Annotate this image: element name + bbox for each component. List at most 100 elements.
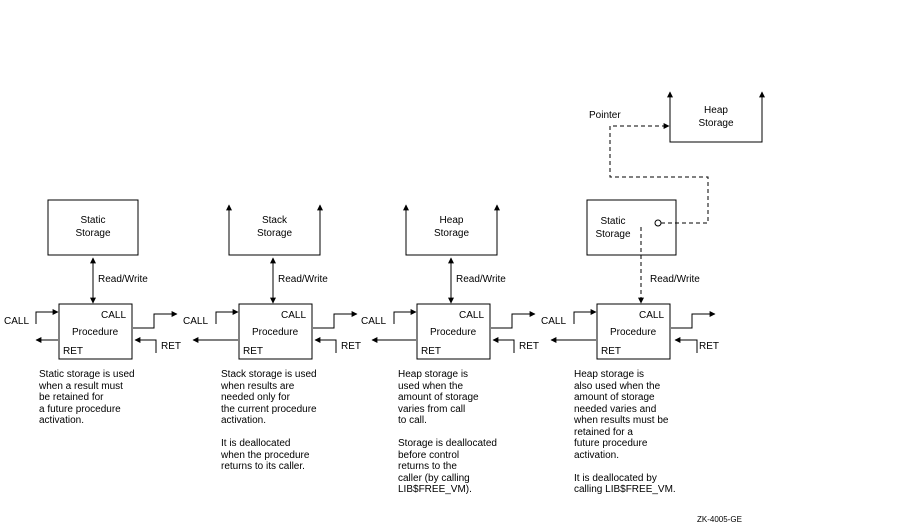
storage-label: Static Storage	[48, 214, 138, 240]
storage-label-line: Storage	[595, 229, 631, 240]
description-line: used when the	[398, 380, 464, 392]
description-line: caller (by calling	[398, 472, 470, 484]
description-line: needed varies and	[574, 403, 657, 415]
storage-label-line: Storage	[433, 228, 470, 239]
read-write-label: Read/Write	[278, 274, 328, 285]
column-heap	[371, 204, 536, 360]
description-line: when a result must	[39, 380, 123, 392]
description-line: when results are	[221, 380, 295, 392]
description-heap: Heap storage is used when the amount of …	[398, 369, 497, 496]
call-in-arrow	[573, 309, 597, 324]
description-line: It is deallocated by	[574, 472, 657, 484]
description-line: Storage is deallocated	[398, 438, 497, 449]
description-line: when results must be	[574, 415, 669, 426]
static-storage-box	[47, 199, 139, 256]
description-line: future procedure	[574, 438, 648, 449]
description-line: a future procedure	[39, 403, 121, 415]
heap-storage-box	[403, 204, 500, 256]
storage-label-line: Static	[600, 216, 626, 227]
description-line: before control	[398, 449, 460, 461]
description-spacer	[398, 427, 497, 439]
call-out-arrow	[491, 311, 536, 329]
description-line: amount of storage	[574, 392, 655, 403]
ret-in-arrow	[134, 337, 157, 353]
description-spacer	[221, 427, 317, 439]
ret-entry-label: RET	[519, 341, 539, 352]
procedure-box	[238, 303, 313, 360]
description-line: when the procedure	[221, 449, 310, 461]
description-line: It is deallocated	[221, 438, 291, 449]
description-line: to call.	[398, 415, 427, 426]
column-heap-pointer	[550, 91, 765, 360]
storage-label-line: Storage	[75, 228, 111, 239]
ret-entry-label: RET	[341, 341, 361, 352]
description-line: calling LIB$FREE_VM.	[574, 484, 676, 495]
procedure-box	[58, 303, 133, 360]
storage-label-line: Heap	[439, 215, 464, 226]
ret-out-label: RET	[243, 346, 263, 357]
ret-out-label: RET	[63, 346, 83, 357]
figure-id: ZK-4005-GE	[697, 515, 742, 524]
description-line: activation.	[39, 415, 85, 426]
ret-entry-label: RET	[161, 341, 181, 352]
storage-label: Stack Storage	[229, 214, 320, 240]
procedure-label: Procedure	[72, 327, 119, 338]
description-line: activation.	[221, 415, 267, 426]
pointer-dashed-arrow	[609, 123, 709, 224]
procedure-box	[416, 303, 491, 360]
storage-label-line: Storage	[256, 228, 293, 239]
storage-label-line: Storage	[698, 118, 734, 129]
call-entry-label: CALL	[183, 316, 209, 327]
description-line: Heap storage is	[398, 369, 469, 380]
heap-storage-label: Heap Storage	[670, 104, 762, 130]
description-stack: Stack storage is used when results are n…	[221, 369, 317, 473]
description-spacer	[574, 461, 676, 473]
call-in-label: CALL	[639, 310, 665, 321]
ret-in-arrow	[492, 337, 515, 353]
call-out-arrow	[313, 311, 358, 329]
pointer-label: Pointer	[589, 110, 621, 121]
storage-label: Static Storage	[587, 215, 639, 241]
call-in-label: CALL	[101, 310, 127, 321]
call-in-label: CALL	[459, 310, 485, 321]
stack-storage-box	[226, 204, 323, 256]
call-entry-label: CALL	[4, 316, 30, 327]
storage-label-line: Static	[80, 215, 106, 226]
description-line: amount of storage	[398, 392, 479, 403]
read-write-label: Read/Write	[456, 274, 506, 285]
call-in-label: CALL	[281, 310, 307, 321]
description-line: returns to its caller.	[221, 461, 305, 472]
procedure-box	[596, 303, 671, 360]
description-line: Static storage is used	[39, 369, 135, 380]
call-out-arrow	[671, 311, 716, 329]
ret-out-label: RET	[421, 346, 441, 357]
call-in-arrow	[35, 309, 59, 324]
ret-entry-label: RET	[699, 341, 719, 352]
procedure-label: Procedure	[252, 327, 299, 338]
description-line: needed only for	[221, 392, 290, 403]
description-line: also used when the	[574, 380, 661, 392]
procedure-label: Procedure	[610, 327, 657, 338]
description-static: Static storage is used when a result mus…	[39, 369, 135, 427]
call-out-arrow	[133, 311, 178, 329]
storage-label: Heap Storage	[406, 214, 497, 240]
storage-label-line: Stack	[261, 215, 287, 226]
read-write-label: Read/Write	[98, 274, 148, 285]
description-line: returns to the	[398, 461, 457, 472]
ret-in-arrow	[674, 337, 698, 353]
column-static	[35, 199, 178, 360]
static-storage-box	[586, 199, 677, 256]
description-line: Heap storage is	[574, 369, 645, 380]
read-write-label: Read/Write	[650, 274, 700, 285]
description-line: Stack storage is used	[221, 369, 317, 380]
description-line: activation.	[574, 449, 620, 461]
ret-in-arrow	[314, 337, 337, 353]
description-line: the current procedure	[221, 403, 317, 415]
storage-label-line: Heap	[704, 105, 728, 116]
column-stack	[192, 204, 358, 360]
description-line: be retained for	[39, 392, 104, 403]
description-line: LIB$FREE_VM).	[398, 484, 472, 495]
description-line: retained for a	[574, 426, 633, 438]
call-entry-label: CALL	[541, 316, 567, 327]
